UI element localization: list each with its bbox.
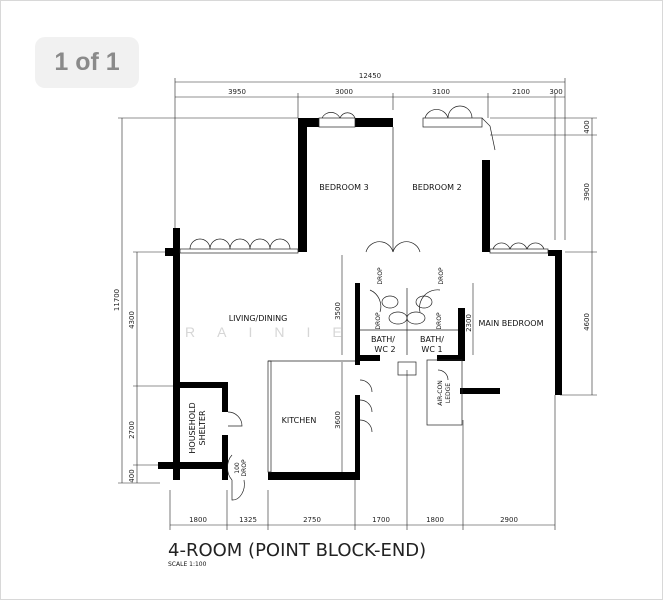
label-bath-wc2-b: WC 2 (374, 345, 395, 354)
dimension-labels: 12450 3950 3000 3100 2100 300 1800 1325 … (113, 72, 591, 524)
label-bath-wc2: BATH/ (371, 335, 395, 344)
dim-top-overall: 12450 (359, 72, 381, 80)
label-aircon: AIR-CON (437, 380, 444, 405)
plan-title: 4-ROOM (POINT BLOCK-END) (168, 540, 426, 561)
label-drop: DROP (241, 459, 248, 477)
dim-right: 400 (583, 120, 591, 133)
label-ledge: LEDGE (445, 383, 452, 403)
label-drop-100: 100 (234, 462, 241, 474)
dim-bottom: 1800 (426, 516, 444, 524)
label-bath-wc1-b: WC 1 (421, 345, 442, 354)
dim-top: 3950 (228, 88, 246, 96)
dimension-lines (118, 78, 597, 530)
label-drop: DROP (375, 312, 382, 330)
plan-scale: SCALE 1:100 (168, 561, 207, 568)
dim-bottom: 1700 (372, 516, 390, 524)
walls (158, 118, 562, 480)
dim-top: 2100 (512, 88, 530, 96)
dim-top: 300 (549, 88, 562, 96)
dim-right: 4600 (583, 313, 591, 331)
dim-bottom: 2750 (303, 516, 321, 524)
watermark: RAINIE (185, 324, 364, 340)
label-shelter: SHELTER (198, 410, 207, 445)
page-indicator: 1 of 1 (35, 37, 139, 88)
dim-right: 3900 (583, 183, 591, 201)
dim-bottom: 1800 (189, 516, 207, 524)
dim-living-depth: 3500 (334, 302, 342, 320)
dim-bottom: 2900 (500, 516, 518, 524)
label-bath-wc1: BATH/ (420, 335, 444, 344)
dim-bath-depth: 2300 (465, 314, 473, 332)
label-drop: DROP (436, 312, 443, 330)
room-labels: BEDROOM 3 BEDROOM 2 LIVING/DINING MAIN B… (188, 183, 544, 477)
label-household: HOUSEHOLD (188, 402, 197, 453)
label-kitchen: KITCHEN (282, 416, 317, 425)
dim-left: 4300 (128, 311, 136, 329)
label-drop: DROP (377, 267, 384, 285)
dim-top: 3000 (335, 88, 353, 96)
dim-left: 400 (128, 469, 136, 482)
dim-left-overall: 11700 (113, 289, 121, 311)
label-living-dining: LIVING/DINING (229, 314, 288, 323)
label-bedroom-2: BEDROOM 2 (412, 183, 461, 192)
windows-and-doors (179, 105, 549, 501)
dim-top: 3100 (432, 88, 450, 96)
dim-bottom: 1325 (239, 516, 257, 524)
label-drop: DROP (438, 267, 445, 285)
dim-left: 2700 (128, 421, 136, 439)
dim-kitchen-depth: 3600 (334, 411, 342, 429)
label-main-bedroom: MAIN BEDROOM (478, 319, 543, 328)
label-bedroom-3: BEDROOM 3 (319, 183, 368, 192)
